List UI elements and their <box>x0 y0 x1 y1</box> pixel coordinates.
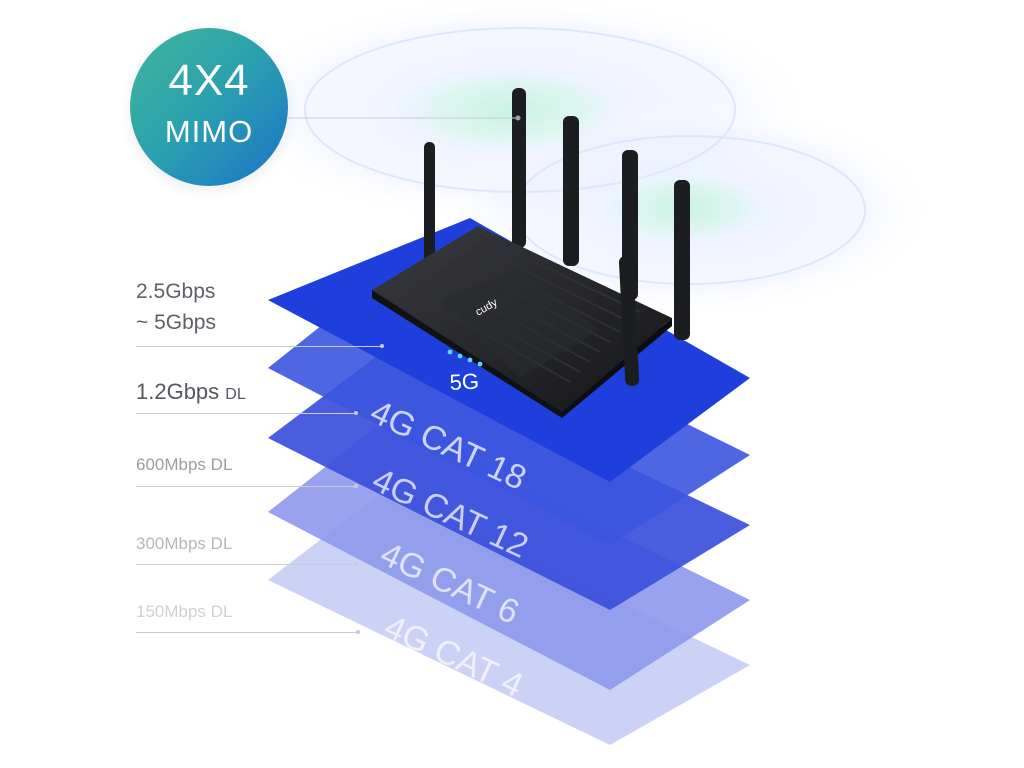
speed-label-cat4: 150Mbps DL <box>136 602 233 621</box>
speed-label-cat6: 300Mbps DL <box>136 534 233 553</box>
speed-label-cat12: 600Mbps DL <box>136 455 233 474</box>
speed-leader-cat4 <box>136 630 360 634</box>
status-led-icon <box>447 349 483 367</box>
speed-leader-cat12 <box>136 484 358 488</box>
badge-line1: 4X4 <box>168 56 250 105</box>
speed-leader-cat6 <box>136 562 358 566</box>
signal-waves <box>220 0 940 320</box>
speed-leader-5g <box>136 344 384 348</box>
layer-label-5g: 5G <box>449 368 480 395</box>
badge-line2: MIMO <box>164 114 254 149</box>
speed-label-5g: 2.5Gbps ~ 5Gbps <box>136 280 216 334</box>
speed-label-cat18: 1.2Gbps DL <box>136 379 246 404</box>
mimo-badge: 4X4 MIMO <box>130 28 288 186</box>
speed-leader-cat18 <box>136 411 358 415</box>
router-device: cudy <box>372 88 690 418</box>
